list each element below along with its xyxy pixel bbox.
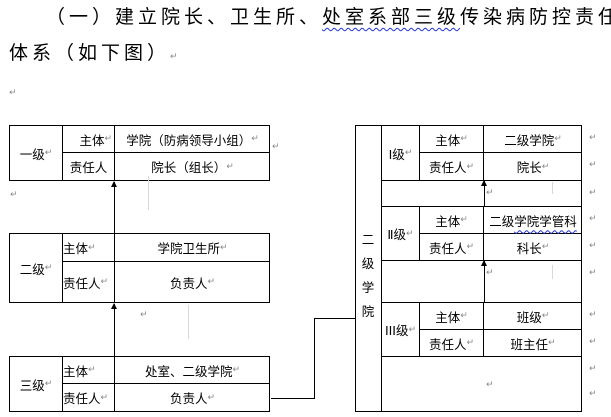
owner-value: 院长（组长）↵ xyxy=(151,160,234,175)
subject-underlined: 学院学管科 xyxy=(514,213,577,229)
level-label: 二级↵ xyxy=(19,261,53,277)
heading-text-underlined: 处室系部三级 xyxy=(322,6,461,28)
arrow-line xyxy=(114,182,115,233)
paragraph-mark-icon: ↵ xyxy=(589,241,597,251)
table-border xyxy=(9,125,270,181)
level-label: 一级↵ xyxy=(19,146,53,162)
owner-label: 责任人 xyxy=(69,160,108,175)
owner-label: 责任人↵ xyxy=(428,240,475,256)
subject-value: 学院卫生所↵ xyxy=(157,241,228,256)
row-divider xyxy=(381,302,582,303)
level-label: III级↵ xyxy=(384,323,417,338)
col-divider xyxy=(62,233,63,303)
col-divider xyxy=(62,356,63,412)
row-divider xyxy=(381,356,582,357)
subject-label: 主体↵ xyxy=(63,363,96,379)
subject-value: 二级学院↵ xyxy=(504,132,562,148)
subject-value: 二级学院学管科 xyxy=(484,207,582,233)
paragraph-mark-icon: ↵ xyxy=(140,310,148,320)
arrow-line xyxy=(484,181,485,206)
owner-label: 责任人↵ xyxy=(428,336,475,352)
paragraph-mark-icon: ↵ xyxy=(589,133,597,143)
col-divider xyxy=(114,356,115,412)
paragraph-mark-icon: ↵ xyxy=(486,188,494,198)
subject-label: 主体↵ xyxy=(435,309,468,325)
paragraph-mark-icon: ↵ xyxy=(589,337,597,347)
paragraph-mark-icon: ↵ xyxy=(170,52,178,62)
guide-line xyxy=(552,265,553,279)
paragraph-mark-icon: ↵ xyxy=(9,88,17,98)
row-divider xyxy=(62,152,270,153)
owner-value: 院长↵ xyxy=(516,160,550,175)
col-divider xyxy=(114,125,115,181)
row-divider xyxy=(62,261,270,262)
owner-value: 负责人↵ xyxy=(169,391,216,406)
arrow-up-icon xyxy=(481,260,487,266)
paragraph-mark-icon: ↵ xyxy=(589,214,597,224)
paragraph-mark-icon: ↵ xyxy=(589,389,597,399)
subject-label: 主体↵ xyxy=(63,241,96,256)
row-divider xyxy=(62,383,270,384)
table-border xyxy=(9,356,270,412)
subject-label: 主体↵ xyxy=(435,132,468,148)
owner-label: 责任人↵ xyxy=(63,391,109,406)
guide-line xyxy=(188,305,189,339)
heading-line-2: 体系（如下图）↵ xyxy=(9,38,178,65)
table-border xyxy=(9,233,270,303)
heading-text-b: 传染病防控责任 xyxy=(460,6,611,28)
arrow-up-icon xyxy=(111,181,117,187)
subject-value: 处室、二级学院↵ xyxy=(144,363,241,379)
paragraph-mark-icon: ↵ xyxy=(589,160,597,170)
paragraph-mark-icon: ↵ xyxy=(589,364,597,374)
owner-value: 班主任↵ xyxy=(510,336,556,352)
arrow-line xyxy=(114,304,115,356)
paragraph-mark-icon: ↵ xyxy=(10,190,18,200)
table-border xyxy=(355,125,582,412)
guide-line xyxy=(148,176,149,210)
level-label: 三级↵ xyxy=(19,377,53,393)
guide-line xyxy=(552,182,553,194)
row-divider xyxy=(419,329,582,330)
arrow-line xyxy=(484,261,485,302)
row-divider xyxy=(419,233,582,234)
level-label: Ⅰ级↵ xyxy=(388,146,413,162)
owner-value: 科长↵ xyxy=(516,240,550,256)
paragraph-mark-icon: ↵ xyxy=(589,188,597,198)
connector-line xyxy=(314,318,356,319)
level-label: Ⅱ级↵ xyxy=(387,227,414,242)
arrow-up-icon xyxy=(111,303,117,309)
col-divider xyxy=(381,125,382,412)
col-divider xyxy=(62,125,63,181)
row-divider xyxy=(381,206,582,207)
subject-label: 主体↵ xyxy=(435,213,468,229)
paragraph-mark-icon: ↵ xyxy=(486,268,494,278)
row-divider xyxy=(419,152,582,153)
owner-value: 负责人↵ xyxy=(169,275,216,291)
connector-line xyxy=(314,318,315,399)
group-label: 二 级 学 院 xyxy=(361,232,375,319)
arrow-up-icon xyxy=(481,180,487,186)
paragraph-mark-icon: ↵ xyxy=(589,310,597,320)
heading-text-a: （一）建立院长、卫生所、 xyxy=(46,6,323,28)
paragraph-mark-icon: ↵ xyxy=(486,380,494,390)
subject-label: 主体↵ xyxy=(79,132,112,148)
paragraph-mark-icon: ↵ xyxy=(589,268,597,278)
connector-line xyxy=(271,398,315,399)
heading-text-c: 体系（如下图） xyxy=(9,42,171,64)
owner-label: 责任人↵ xyxy=(428,160,475,175)
owner-label: 责任人↵ xyxy=(63,275,109,291)
col-divider xyxy=(114,233,115,303)
subject-value: 学院（防病领导小组）↵ xyxy=(126,132,259,148)
heading-line-1: （一）建立院长、卫生所、处室系部三级传染病防控责任 xyxy=(46,2,611,29)
paragraph-mark-icon: ↵ xyxy=(272,142,280,152)
subject-value: 班级↵ xyxy=(516,309,550,325)
